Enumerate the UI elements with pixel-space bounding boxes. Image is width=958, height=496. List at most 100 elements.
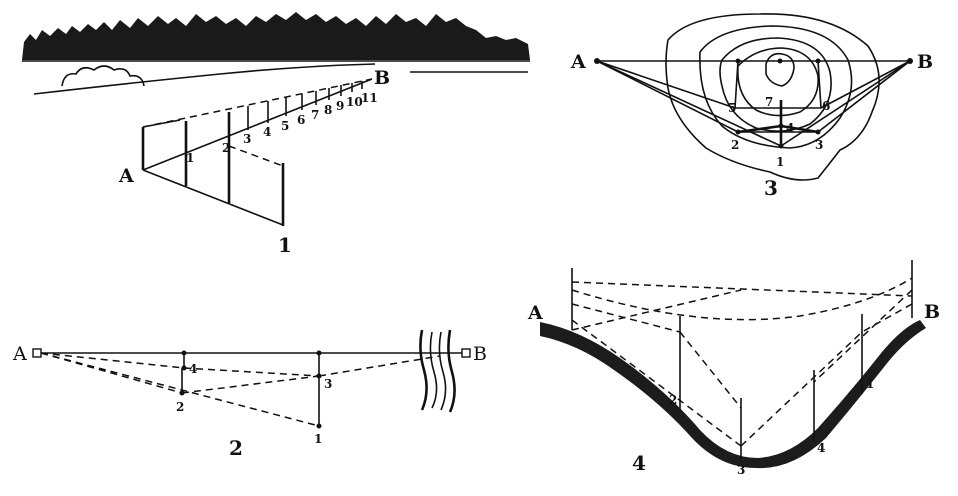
panel4-point-1: 1 <box>866 377 874 391</box>
ray-a-5 <box>596 60 736 109</box>
drop-5 <box>734 60 739 109</box>
top-left-segment <box>142 119 181 128</box>
pole-number-7: 7 <box>311 108 319 122</box>
panel3-point-6: 6 <box>822 99 830 113</box>
point-1 <box>778 143 784 149</box>
point-top-left <box>735 58 741 64</box>
point-4 <box>778 123 784 129</box>
panel-4: A B 2 3 4 1 4 <box>527 260 940 477</box>
ray-4-3 <box>183 367 320 377</box>
pole-number-5: 5 <box>281 119 289 133</box>
sight-curve <box>571 277 913 321</box>
station-a <box>594 58 600 64</box>
pole-number-3: 3 <box>243 132 251 146</box>
obstacle-left-bank <box>419 329 428 411</box>
drop-6 <box>817 60 822 109</box>
ray-b-6 <box>820 60 911 109</box>
stake-b <box>461 348 471 358</box>
ray-2-3 <box>181 375 320 394</box>
line-2-4 <box>737 124 782 134</box>
contour-2 <box>699 25 853 149</box>
contour-1 <box>665 13 880 181</box>
point-2 <box>735 129 741 135</box>
pole-number-1: 1 <box>186 151 194 165</box>
ray-a-1 <box>40 352 320 427</box>
contour-4 <box>737 47 819 117</box>
sight-top <box>571 281 913 297</box>
sight-a-right <box>571 289 742 331</box>
point-top-3 <box>316 350 322 356</box>
lower-dashed <box>228 145 284 167</box>
panel4-point-2: 2 <box>669 393 677 407</box>
panel3-point-7: 7 <box>765 95 773 109</box>
sight-b-mid <box>861 303 913 333</box>
panel2-point-4: 4 <box>189 362 197 376</box>
panel2-point-1: 1 <box>314 432 322 446</box>
panel-3: A B 5 7 6 4 2 3 1 3 <box>570 13 933 200</box>
point-3 <box>815 129 821 135</box>
panel3-point-3: 3 <box>815 138 823 152</box>
sight-mid-low <box>679 331 742 409</box>
panel4-caption: 4 <box>632 451 646 475</box>
panel2-point-2: 2 <box>176 400 184 414</box>
sight-b-low <box>813 289 913 383</box>
ray-b-1 <box>780 60 911 147</box>
point-3 <box>316 373 322 379</box>
panel2-label-a: A <box>12 343 27 365</box>
bush <box>61 65 145 87</box>
stake-a <box>32 348 42 358</box>
sight-line-ab <box>142 78 373 171</box>
pole-number-2: 2 <box>222 141 230 155</box>
pole-number-11: 11 <box>361 91 378 105</box>
pole-number-4: 4 <box>263 125 271 139</box>
station-b <box>907 58 913 64</box>
obstacle-mid-right <box>438 331 447 411</box>
point-1 <box>316 423 322 429</box>
obstacle-right-bank <box>447 329 456 413</box>
ray-a-2 <box>40 352 183 394</box>
panel3-point-4: 4 <box>786 121 794 135</box>
ray-b-3 <box>817 60 911 133</box>
panel3-label-a: A <box>570 51 586 73</box>
panel4-point-3: 3 <box>737 463 745 477</box>
panel3-point-5: 5 <box>728 101 736 115</box>
ray-a-4 <box>40 352 185 369</box>
ray-3-b <box>318 355 441 377</box>
panel-1: A B 1 2 3 4 5 6 7 8 9 10 11 1 <box>22 12 530 257</box>
sight-a-bottom <box>571 319 742 447</box>
ground-line <box>33 63 376 95</box>
panel4-label-a: A <box>527 302 543 324</box>
panel2-point-3: 3 <box>324 377 332 391</box>
panel1-label-a: A <box>118 165 134 187</box>
panel1-caption: 1 <box>278 233 292 257</box>
panel3-point-2: 2 <box>731 138 739 152</box>
obstacle-mid-left <box>429 331 438 409</box>
point-4 <box>181 365 187 371</box>
pole-number-8: 8 <box>324 103 332 117</box>
panel-2: A B 4 2 3 1 2 <box>12 329 487 460</box>
sight-a-mid <box>571 303 681 333</box>
panel3-label-b: B <box>917 51 933 73</box>
panel2-caption: 2 <box>229 436 243 460</box>
line-4-3 <box>780 124 819 134</box>
point-2 <box>179 390 185 396</box>
contour-3 <box>719 37 832 132</box>
panel4-label-b: B <box>924 301 940 323</box>
ground-diagonal <box>142 169 284 226</box>
point-top-right <box>815 58 821 64</box>
pole-number-10: 10 <box>346 95 363 109</box>
contour-summit <box>765 52 795 87</box>
panel3-caption: 3 <box>764 176 778 200</box>
treeline <box>22 12 530 60</box>
panel4-point-4: 4 <box>817 441 825 455</box>
ray-a-2 <box>596 60 739 133</box>
panel2-label-b: B <box>473 343 487 365</box>
panel1-label-b: B <box>374 67 390 89</box>
ravine-ground <box>540 320 926 469</box>
ray-a-1 <box>596 60 782 147</box>
pole-tops-dashed <box>142 78 373 128</box>
point-top-mid <box>777 58 783 64</box>
sight-bottom-right <box>740 331 863 447</box>
point-top-4 <box>181 350 187 356</box>
